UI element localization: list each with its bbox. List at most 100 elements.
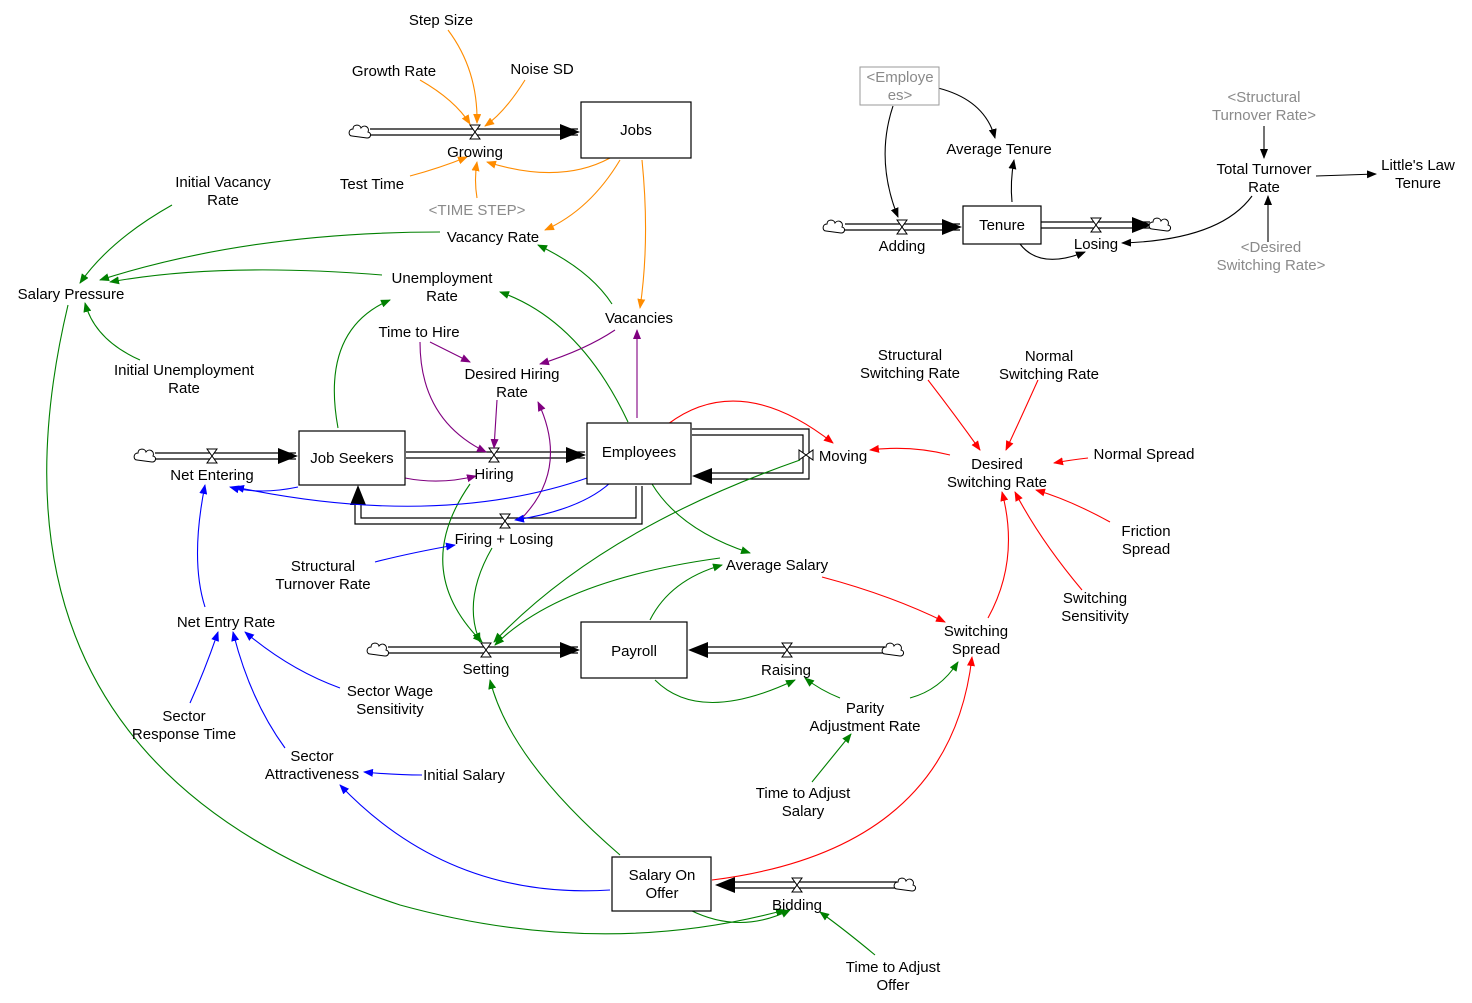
shadow-desired-switching-rate[interactable]: Switching Rate>: [1217, 257, 1326, 274]
var-sector-wage-sensitivity[interactable]: Sensitivity: [356, 701, 424, 718]
links-black: [884, 87, 1377, 260]
var-switching-sensitivity[interactable]: Sensitivity: [1061, 608, 1129, 625]
var-structural-switching-rate[interactable]: Switching Rate: [860, 365, 960, 382]
var-unemployment-rate[interactable]: Rate: [426, 288, 458, 305]
var-desired-switching-rate[interactable]: Switching Rate: [947, 474, 1047, 491]
var-average-tenure[interactable]: Average Tenure: [946, 141, 1051, 158]
var-average-salary[interactable]: Average Salary: [726, 557, 829, 574]
var-test-time[interactable]: Test Time: [340, 176, 404, 193]
var-initial-salary[interactable]: Initial Salary: [423, 767, 505, 784]
var-sector-wage-sensitivity[interactable]: Sector Wage: [347, 683, 433, 700]
var-vacancy-rate[interactable]: Vacancy Rate: [447, 229, 539, 246]
var-sector-response-time[interactable]: Response Time: [132, 726, 236, 743]
var-unemployment-rate[interactable]: Unemployment: [392, 270, 494, 287]
var-friction-spread[interactable]: Friction: [1121, 523, 1170, 540]
links-purple: [404, 329, 641, 521]
var-total-turnover-rate[interactable]: Total Turnover: [1216, 161, 1311, 178]
var-normal-switching-rate[interactable]: Switching Rate: [999, 366, 1099, 383]
rate-losing[interactable]: Losing: [1074, 236, 1118, 253]
stock-tenure[interactable]: Tenure: [962, 205, 1042, 245]
var-sector-attractiveness[interactable]: Sector: [290, 748, 333, 765]
rate-net-entering[interactable]: Net Entering: [170, 467, 253, 484]
shadow-label: es>: [888, 87, 913, 104]
var-littles-law-tenure[interactable]: Little's Law: [1381, 157, 1455, 174]
shadow-employees[interactable]: <Employe es>: [859, 66, 940, 106]
var-normal-spread[interactable]: Normal Spread: [1094, 446, 1195, 463]
var-switching-spread[interactable]: Spread: [952, 641, 1000, 658]
links-blue: [189, 476, 611, 892]
cloud-icon: [348, 124, 371, 139]
var-step-size[interactable]: Step Size: [409, 12, 473, 29]
valve-icon: [798, 449, 814, 461]
var-time-to-adjust-offer[interactable]: Offer: [876, 977, 909, 994]
var-salary-pressure[interactable]: Salary Pressure: [18, 286, 125, 303]
valve-icon: [1090, 217, 1102, 233]
var-switching-sensitivity[interactable]: Switching: [1063, 590, 1127, 607]
valves: [206, 124, 1102, 893]
rate-raising[interactable]: Raising: [761, 662, 811, 679]
stock-label: Employees: [602, 444, 676, 461]
var-vacancies[interactable]: Vacancies: [605, 310, 673, 327]
rate-adding[interactable]: Adding: [879, 238, 926, 255]
links-red: [667, 379, 1111, 881]
variables: Step Size Growth Rate Noise SD Test Time…: [18, 12, 1455, 994]
var-friction-spread[interactable]: Spread: [1122, 541, 1170, 558]
var-sector-attractiveness[interactable]: Attractiveness: [265, 766, 359, 783]
var-switching-spread[interactable]: Switching: [944, 623, 1008, 640]
var-sector-response-time[interactable]: Sector: [162, 708, 205, 725]
var-growth-rate[interactable]: Growth Rate: [352, 63, 436, 80]
links-green: [46, 204, 959, 956]
var-total-turnover-rate[interactable]: Rate: [1248, 179, 1280, 196]
cloud-icon: [133, 448, 156, 463]
var-initial-unemployment-rate[interactable]: Rate: [168, 380, 200, 397]
valve-icon: [499, 513, 511, 529]
clouds: [133, 124, 1171, 892]
var-parity-adjustment-rate[interactable]: Adjustment Rate: [810, 718, 921, 735]
var-time-to-hire[interactable]: Time to Hire: [378, 324, 459, 341]
rate-bidding[interactable]: Bidding: [772, 897, 822, 914]
links-orange: [409, 29, 647, 309]
cloud-icon: [881, 642, 904, 657]
var-initial-vacancy-rate[interactable]: Rate: [207, 192, 239, 209]
var-initial-vacancy-rate[interactable]: Initial Vacancy: [175, 174, 271, 191]
shadow-desired-switching-rate[interactable]: <Desired: [1241, 239, 1301, 256]
cloud-icon: [822, 219, 845, 234]
var-time-to-adjust-salary[interactable]: Salary: [782, 803, 825, 820]
valve-icon: [480, 642, 492, 658]
var-structural-turnover-rate[interactable]: Structural: [291, 558, 355, 575]
stock-salary-on-offer[interactable]: Salary On Offer: [611, 856, 712, 912]
var-time-to-adjust-offer[interactable]: Time to Adjust: [846, 959, 941, 976]
cloud-icon: [1148, 217, 1171, 232]
var-desired-hiring-rate[interactable]: Rate: [496, 384, 528, 401]
var-parity-adjustment-rate[interactable]: Parity: [846, 700, 885, 717]
rate-hiring[interactable]: Hiring: [474, 466, 513, 483]
valve-icon: [206, 448, 218, 464]
cloud-icon: [366, 642, 389, 657]
rate-growing[interactable]: Growing: [447, 144, 503, 161]
var-net-entry-rate[interactable]: Net Entry Rate: [177, 614, 275, 631]
cloud-icon: [893, 877, 916, 892]
var-initial-unemployment-rate[interactable]: Initial Unemployment: [114, 362, 255, 379]
shadow-structural-turnover-rate[interactable]: <Structural: [1228, 89, 1301, 106]
var-structural-switching-rate[interactable]: Structural: [878, 347, 942, 364]
var-littles-law-tenure[interactable]: Tenure: [1395, 175, 1441, 192]
stock-job-seekers[interactable]: Job Seekers: [298, 430, 406, 486]
shadow-time-step[interactable]: <TIME STEP>: [429, 202, 526, 219]
rate-moving[interactable]: Moving: [819, 448, 867, 465]
var-normal-switching-rate[interactable]: Normal: [1025, 348, 1073, 365]
shadow-structural-turnover-rate[interactable]: Turnover Rate>: [1212, 107, 1316, 124]
valve-icon: [896, 219, 908, 235]
var-desired-switching-rate[interactable]: Desired: [971, 456, 1023, 473]
rate-setting[interactable]: Setting: [463, 661, 510, 678]
var-structural-turnover-rate[interactable]: Turnover Rate: [275, 576, 370, 593]
var-noise-sd[interactable]: Noise SD: [510, 61, 574, 78]
var-desired-hiring-rate[interactable]: Desired Hiring: [464, 366, 559, 383]
rate-firing-losing[interactable]: Firing + Losing: [455, 531, 554, 548]
stock-jobs[interactable]: Jobs: [580, 101, 692, 159]
flow-pipes: [155, 124, 1152, 893]
stock-payroll[interactable]: Payroll: [580, 621, 688, 679]
stock-employees[interactable]: Employees: [586, 422, 692, 485]
stock-label: Jobs: [620, 122, 652, 139]
var-time-to-adjust-salary[interactable]: Time to Adjust: [756, 785, 851, 802]
